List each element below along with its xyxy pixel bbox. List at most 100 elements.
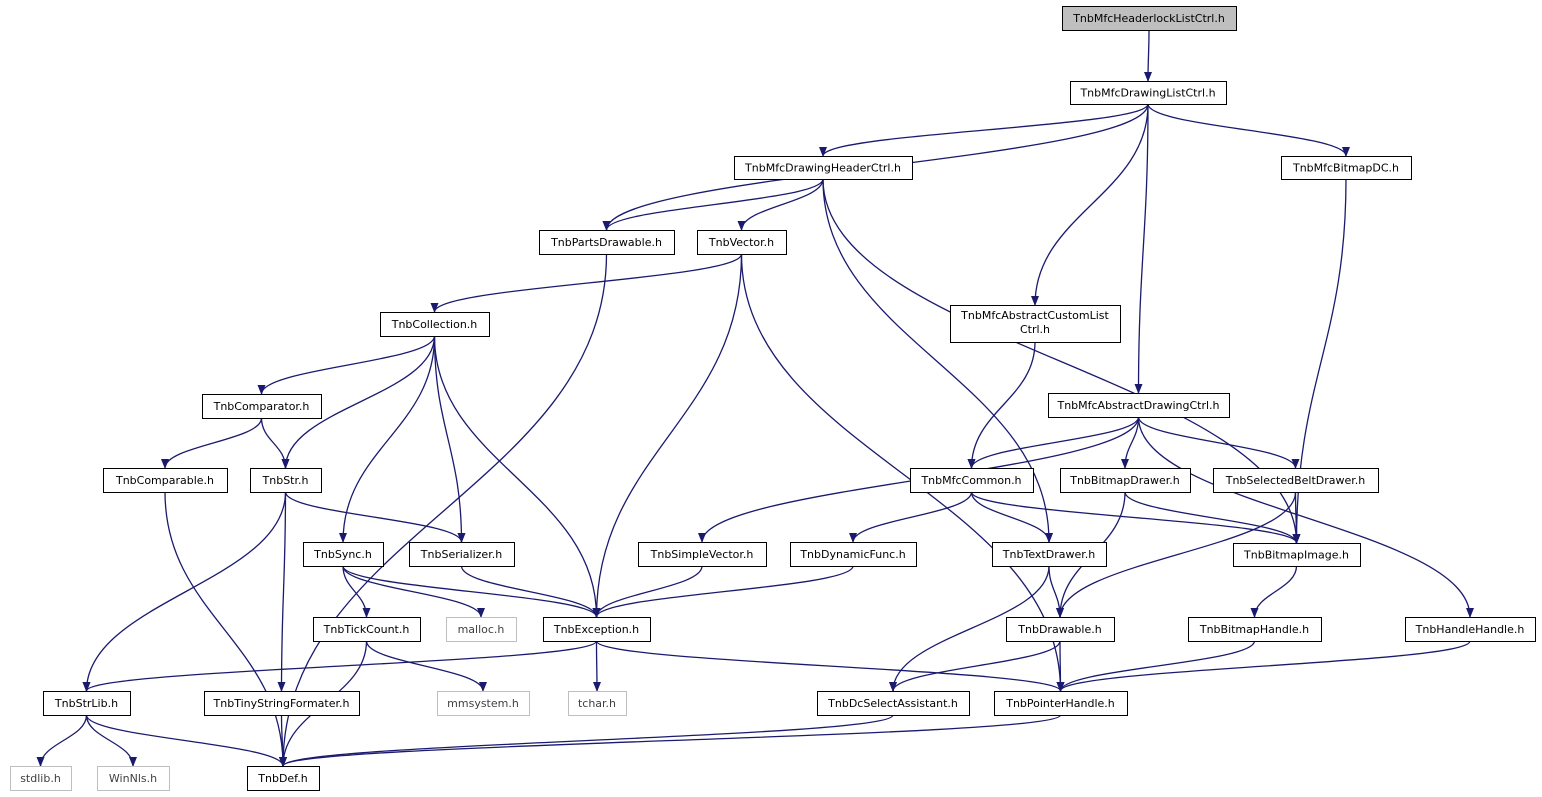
node-dcselectassistant[interactable]: TnbDcSelectAssistant.h <box>817 691 970 716</box>
node-drawable[interactable]: TnbDrawable.h <box>1006 617 1115 642</box>
node-box <box>250 468 322 493</box>
edge-line <box>1147 103 1350 157</box>
node-tinystringformater[interactable]: TnbTinyStringFormater.h <box>204 691 360 716</box>
node-str[interactable]: TnbStr.h <box>250 468 322 493</box>
node-abstractdrawingctrl[interactable]: TnbMfcAbstractDrawingCtrl.h <box>1048 393 1230 418</box>
node-box <box>43 691 131 716</box>
node-box <box>994 691 1128 716</box>
edge-str-to-tinystringformater <box>277 491 287 692</box>
edge-strlib-to-winnls <box>85 714 137 767</box>
edge-line <box>740 253 1065 692</box>
node-box <box>1062 6 1237 31</box>
edge-line <box>822 178 1053 543</box>
edge-line <box>260 417 290 469</box>
edge-line <box>161 417 263 469</box>
edge-abstractcustomlist-to-mfccommon <box>967 341 1036 469</box>
node-bitmapdrawer[interactable]: TnbBitmapDrawer.h <box>1060 468 1191 493</box>
edge-line <box>164 491 287 767</box>
edge-line <box>365 640 487 692</box>
edge-drawinglistctrl-to-drawingheaderctrl <box>819 103 1149 157</box>
node-box <box>950 305 1121 343</box>
edge-line <box>1056 491 1297 618</box>
edge-line <box>967 416 1140 469</box>
node-def[interactable]: TnbDef.h <box>247 766 320 791</box>
node-simplevector[interactable]: TnbSimpleVector.h <box>638 542 767 567</box>
edge-simplevector-to-exception <box>592 565 703 618</box>
node-tickcount[interactable]: TnbTickCount.h <box>313 617 421 642</box>
node-stdlib[interactable]: stdlib.h <box>10 766 72 791</box>
edge-line <box>1056 640 1256 692</box>
edge-abstractdrawingctrl-to-handlehandle <box>1137 416 1474 618</box>
node-malloc[interactable]: malloc.h <box>446 617 517 642</box>
edge-line <box>1124 491 1301 544</box>
node-label: TnbTextDrawer.h <box>1002 548 1095 561</box>
node-label: mmsystem.h <box>447 697 519 710</box>
node-sync[interactable]: TnbSync.h <box>303 542 384 567</box>
node-label: TnbStr.h <box>262 474 309 487</box>
node-box <box>1281 156 1412 180</box>
node-box <box>303 542 384 567</box>
edge-abstractdrawingctrl-to-bitmapdrawer <box>1121 416 1140 469</box>
edge-mfccommon-to-dynamicfunc <box>849 491 973 543</box>
edge-line <box>1121 416 1140 469</box>
node-vector[interactable]: TnbVector.h <box>697 230 787 255</box>
edge-comparator-to-str <box>260 417 290 469</box>
node-pointerhandle[interactable]: TnbPointerHandle.h <box>994 691 1128 716</box>
node-label: TnbComparator.h <box>213 400 310 413</box>
node-partsdrawable[interactable]: TnbPartsDrawable.h <box>539 230 675 255</box>
node-mmsystem[interactable]: mmsystem.h <box>437 691 530 716</box>
edge-line <box>460 565 601 618</box>
edge-exception-to-pointerhandle <box>595 640 1065 692</box>
edge-line <box>1048 565 1064 618</box>
node-serializer[interactable]: TnbSerializer.h <box>409 542 515 567</box>
edge-exception-to-tchar <box>592 640 601 692</box>
node-tchar[interactable]: tchar.h <box>568 691 627 716</box>
node-comparable[interactable]: TnbComparable.h <box>103 468 228 493</box>
node-label: TnbMfcHeaderlockListCtrl.h <box>1072 12 1225 25</box>
edge-drawable-to-dcselectassistant <box>889 640 1061 692</box>
edge-partsdrawable-to-def <box>279 253 608 767</box>
edge-line <box>1292 491 1301 544</box>
edge-line <box>849 491 973 543</box>
edge-drawingheaderctrl-to-vector <box>737 178 824 231</box>
edge-drawable-to-pointerhandle <box>1056 640 1065 692</box>
node-exception[interactable]: TnbException.h <box>543 617 651 642</box>
node-label: TnbSimpleVector.h <box>650 548 754 561</box>
edge-line <box>970 491 1053 543</box>
node-handlehandle[interactable]: TnbHandleHandle.h <box>1405 617 1536 642</box>
node-label: TnbDrawable.h <box>1017 623 1101 636</box>
node-box <box>437 691 530 716</box>
node-box <box>1233 543 1361 567</box>
edge-line <box>1250 565 1298 618</box>
node-strlib[interactable]: TnbStrLib.h <box>43 691 131 716</box>
node-comparator[interactable]: TnbComparator.h <box>202 394 322 419</box>
node-collection[interactable]: TnbCollection.h <box>380 312 490 337</box>
edge-bitmaphandle-to-pointerhandle <box>1056 640 1256 692</box>
node-root[interactable]: TnbMfcHeaderlockListCtrl.h <box>1062 6 1237 31</box>
node-drawingheaderctrl[interactable]: TnbMfcDrawingHeaderCtrl.h <box>734 156 913 180</box>
node-box <box>1070 81 1227 105</box>
node-box <box>568 691 627 716</box>
node-dynamicfunc[interactable]: TnbDynamicFunc.h <box>790 542 917 567</box>
node-bitmapdc[interactable]: TnbMfcBitmapDC.h <box>1281 156 1412 180</box>
node-mfccommon[interactable]: TnbMfcCommon.h <box>910 468 1034 493</box>
node-textdrawer[interactable]: TnbTextDrawer.h <box>992 542 1107 567</box>
node-selectedbeltdrawer[interactable]: TnbSelectedBeltDrawer.h <box>1213 468 1379 493</box>
node-box <box>202 394 322 419</box>
node-bitmaphandle[interactable]: TnbBitmapHandle.h <box>1188 617 1322 642</box>
node-box <box>1048 393 1230 418</box>
node-box <box>1188 617 1322 642</box>
node-winnls[interactable]: WinNls.h <box>97 766 170 791</box>
edge-comparator-to-comparable <box>161 417 263 469</box>
node-label: tchar.h <box>578 697 616 710</box>
edge-drawinglistctrl-to-abstractcustomlist <box>1031 103 1149 306</box>
edge-line <box>595 640 1065 692</box>
edge-line <box>1031 103 1149 306</box>
edge-line <box>592 253 743 618</box>
node-bitmapimage[interactable]: TnbBitmapImage.h <box>1233 543 1361 567</box>
node-box <box>817 691 970 716</box>
edge-abstractdrawingctrl-to-selectedbeltdrawer <box>1137 416 1300 469</box>
edge-strlib-to-def <box>85 714 287 767</box>
node-drawinglistctrl[interactable]: TnbMfcDrawingListCtrl.h <box>1070 81 1227 105</box>
